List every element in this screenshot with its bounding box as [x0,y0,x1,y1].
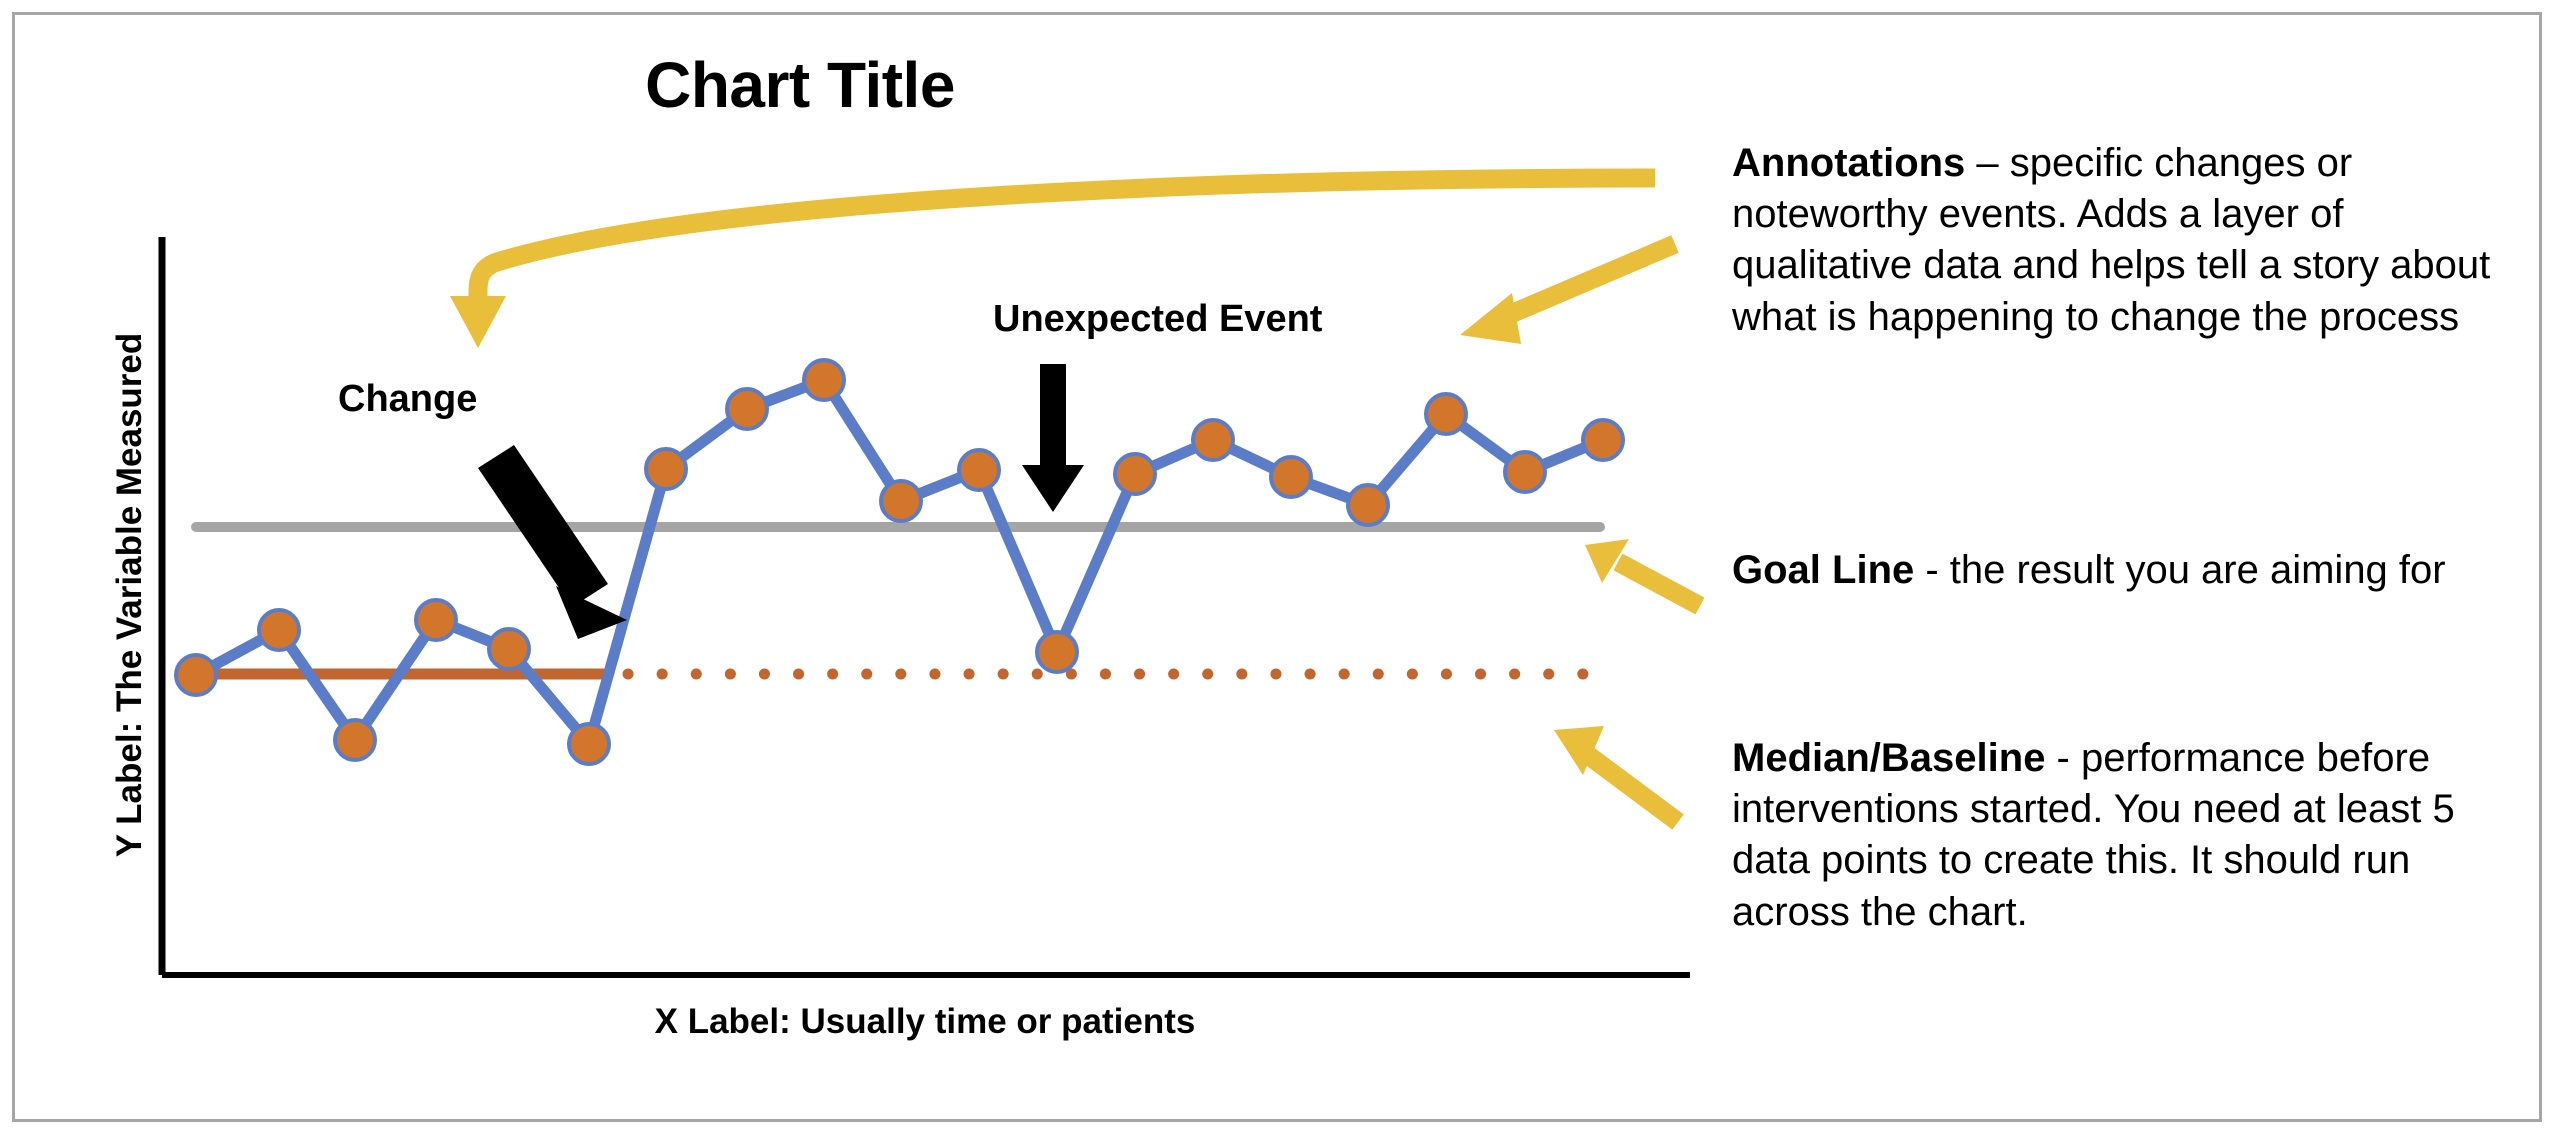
x-axis-label: X Label: Usually time or patients [654,1002,1196,1041]
note-annotations: Annotations – specific changes or notewo… [1732,138,2532,343]
note-annotations-body: – specific changes or noteworthy events.… [1732,141,2491,339]
y-axis-label: Y Label: The Variable Measured [110,332,149,858]
page-title: Chart Title [645,49,955,121]
data-point [1191,418,1235,462]
median-callout-arrow-icon [1554,726,1684,830]
data-point [802,358,846,402]
unexpected-event-arrow-icon [1022,364,1084,512]
data-point [644,447,688,491]
data-point [879,479,923,523]
change-arrow-icon [478,445,627,639]
data-point [174,653,218,697]
page-frame-border [12,12,2542,1122]
chart-axes [158,237,1690,978]
data-point [414,598,458,642]
note-median-baseline-term: Median/Baseline [1732,736,2046,780]
note-annotations-term: Annotations [1732,141,1966,185]
data-point [567,722,611,766]
data-point [1035,630,1079,674]
data-point [957,448,1001,492]
data-point [487,627,531,671]
data-point [257,608,301,652]
note-median-baseline: Median/Baseline - performance before int… [1732,733,2532,938]
data-point [725,387,769,431]
data-point [1346,483,1390,527]
annotation-unexpected-event-label: Unexpected Event [993,298,1323,340]
note-median-baseline-body: - performance before interventions start… [1732,736,2455,934]
note-goal-line-body: - the result you are aiming for [1914,548,2446,592]
data-point [1581,418,1625,462]
note-goal-line: Goal Line - the result you are aiming fo… [1732,545,2532,596]
annotations-callout-arrow-2-icon [1460,235,1679,344]
series-markers [174,358,1625,766]
data-point [333,718,377,762]
note-goal-line-term: Goal Line [1732,548,1915,592]
series-line [193,374,1606,750]
data-point [1503,450,1547,494]
data-point [1269,455,1313,499]
goal-line-callout-arrow-icon [1585,539,1705,615]
data-point [1424,392,1468,436]
annotation-change-label: Change [338,378,478,420]
annotations-callout-arrow-icon [450,168,1656,348]
data-point [1113,452,1157,496]
